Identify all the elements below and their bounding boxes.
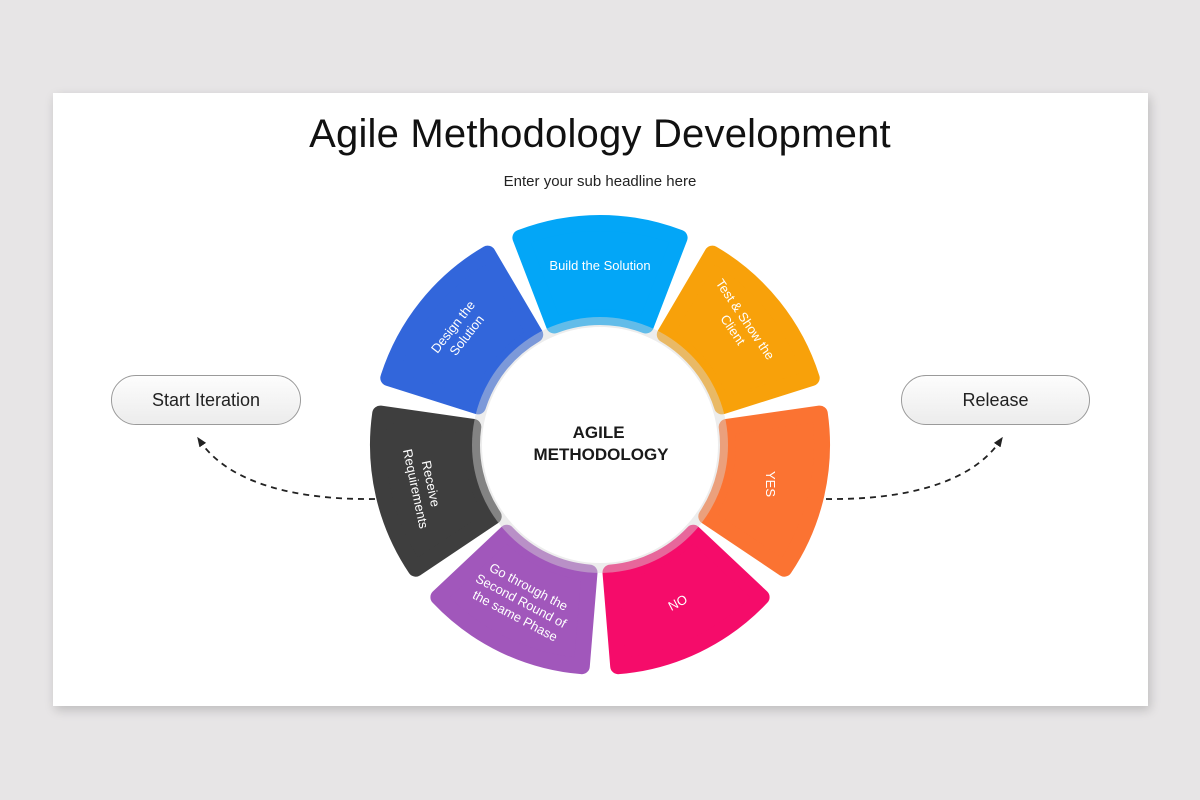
slide-title: Agile Methodology Development bbox=[309, 112, 891, 156]
segment-label: YES bbox=[763, 471, 778, 497]
slide-subtitle: Enter your sub headline here bbox=[503, 173, 697, 190]
center-label: AGILE METHODOLOGY bbox=[533, 423, 669, 464]
connector-arrow-release bbox=[825, 436, 1003, 500]
segment-test[interactable]: Test & Show the Client bbox=[656, 245, 820, 415]
svg-text:YES: YES bbox=[763, 471, 778, 497]
segment-receive[interactable]: Receive Requirements bbox=[370, 405, 502, 577]
release-label: Release bbox=[962, 389, 1029, 410]
segment-yes[interactable]: YES bbox=[698, 405, 830, 577]
release-node[interactable]: Release bbox=[901, 375, 1090, 425]
segment-label: Build the Solution bbox=[549, 258, 650, 273]
segment-go-through[interactable]: Go through the Second Round of the same … bbox=[430, 524, 598, 675]
connector-arrow-start bbox=[197, 436, 376, 500]
segment-design[interactable]: Design the Solution bbox=[380, 245, 544, 415]
start-iteration-label: Start Iteration bbox=[151, 389, 261, 410]
center-disc bbox=[482, 327, 718, 563]
segment-no[interactable]: NO bbox=[602, 524, 770, 675]
start-iteration-node[interactable]: Start Iteration bbox=[111, 375, 301, 425]
svg-text:Build the Solution: Build the Solution bbox=[549, 258, 650, 273]
segment-build[interactable]: Build the Solution bbox=[512, 214, 688, 334]
